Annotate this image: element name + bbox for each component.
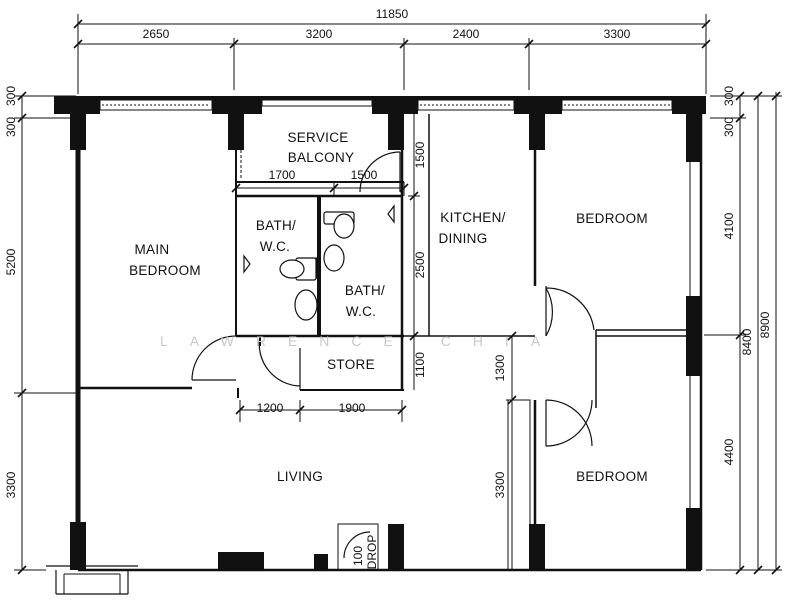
label-kitchen-1: KITCHEN/ [440, 210, 505, 225]
dim-service-left: 1700 [269, 168, 296, 182]
walls [46, 112, 703, 595]
right-ticks [735, 91, 781, 575]
dim-store-right: 1900 [339, 401, 366, 415]
bathroom-fixtures [243, 204, 395, 321]
dim-service-right: 1500 [351, 168, 378, 182]
label-bath1-2: W.C. [260, 239, 290, 254]
label-bedroom-bottom: BEDROOM [576, 469, 648, 484]
label-kitchen-2: DINING [438, 231, 487, 246]
left-ticks [17, 91, 27, 575]
left-dim-1: 300 [4, 86, 18, 106]
top-dim-3: 2400 [453, 27, 480, 41]
inner-ticks [231, 183, 517, 415]
right-dim-1: 300 [722, 86, 736, 106]
top-dim-4: 3300 [604, 27, 631, 41]
dim-store-left: 1200 [257, 401, 284, 415]
right-dim-4: 4400 [722, 438, 736, 465]
right-dim-3: 4100 [722, 212, 736, 239]
label-bedroom-top: BEDROOM [576, 211, 648, 226]
dim-hall-a: 1300 [493, 354, 507, 381]
dim-kitchen-c: 1100 [413, 352, 427, 378]
dim-kitchen-b: 2500 [413, 251, 427, 278]
dim-kitchen-a: 1500 [413, 141, 427, 168]
label-main-2: BEDROOM [129, 263, 201, 278]
dim-hall-b: 3300 [493, 471, 507, 498]
dim-drop-b: DROP [365, 535, 379, 570]
label-service-1: SERVICE [287, 130, 348, 145]
dim-drop-a: 100 [351, 546, 365, 566]
top-ticks [73, 19, 711, 49]
overall-width-label: 11850 [376, 7, 409, 21]
right-total-inner: 8400 [740, 328, 754, 355]
left-dim-4: 3300 [4, 471, 18, 498]
top-exterior-wall [54, 96, 706, 114]
right-total-outer: 8900 [758, 311, 772, 338]
left-dim-3: 5200 [4, 248, 18, 275]
right-dimension-lines [704, 92, 782, 571]
label-bath1-1: BATH/ [256, 218, 296, 233]
top-dimension-lines [77, 14, 707, 94]
label-bath2-2: W.C. [346, 304, 376, 319]
left-dimension-lines [14, 95, 76, 571]
top-dim-1: 2650 [143, 27, 170, 41]
left-dim-2: 300 [4, 117, 18, 137]
top-dim-2: 3200 [306, 27, 333, 41]
structural-columns [70, 112, 700, 570]
door-swings [191, 151, 595, 559]
right-dim-2: 300 [722, 117, 736, 137]
label-living: LIVING [277, 469, 323, 484]
label-bath2-1: BATH/ [345, 283, 385, 298]
label-service-2: BALCONY [288, 150, 355, 165]
label-main-1: MAIN [135, 242, 170, 257]
watermark: LAWRENCE CHIA [160, 333, 562, 349]
label-store: STORE [327, 357, 375, 372]
